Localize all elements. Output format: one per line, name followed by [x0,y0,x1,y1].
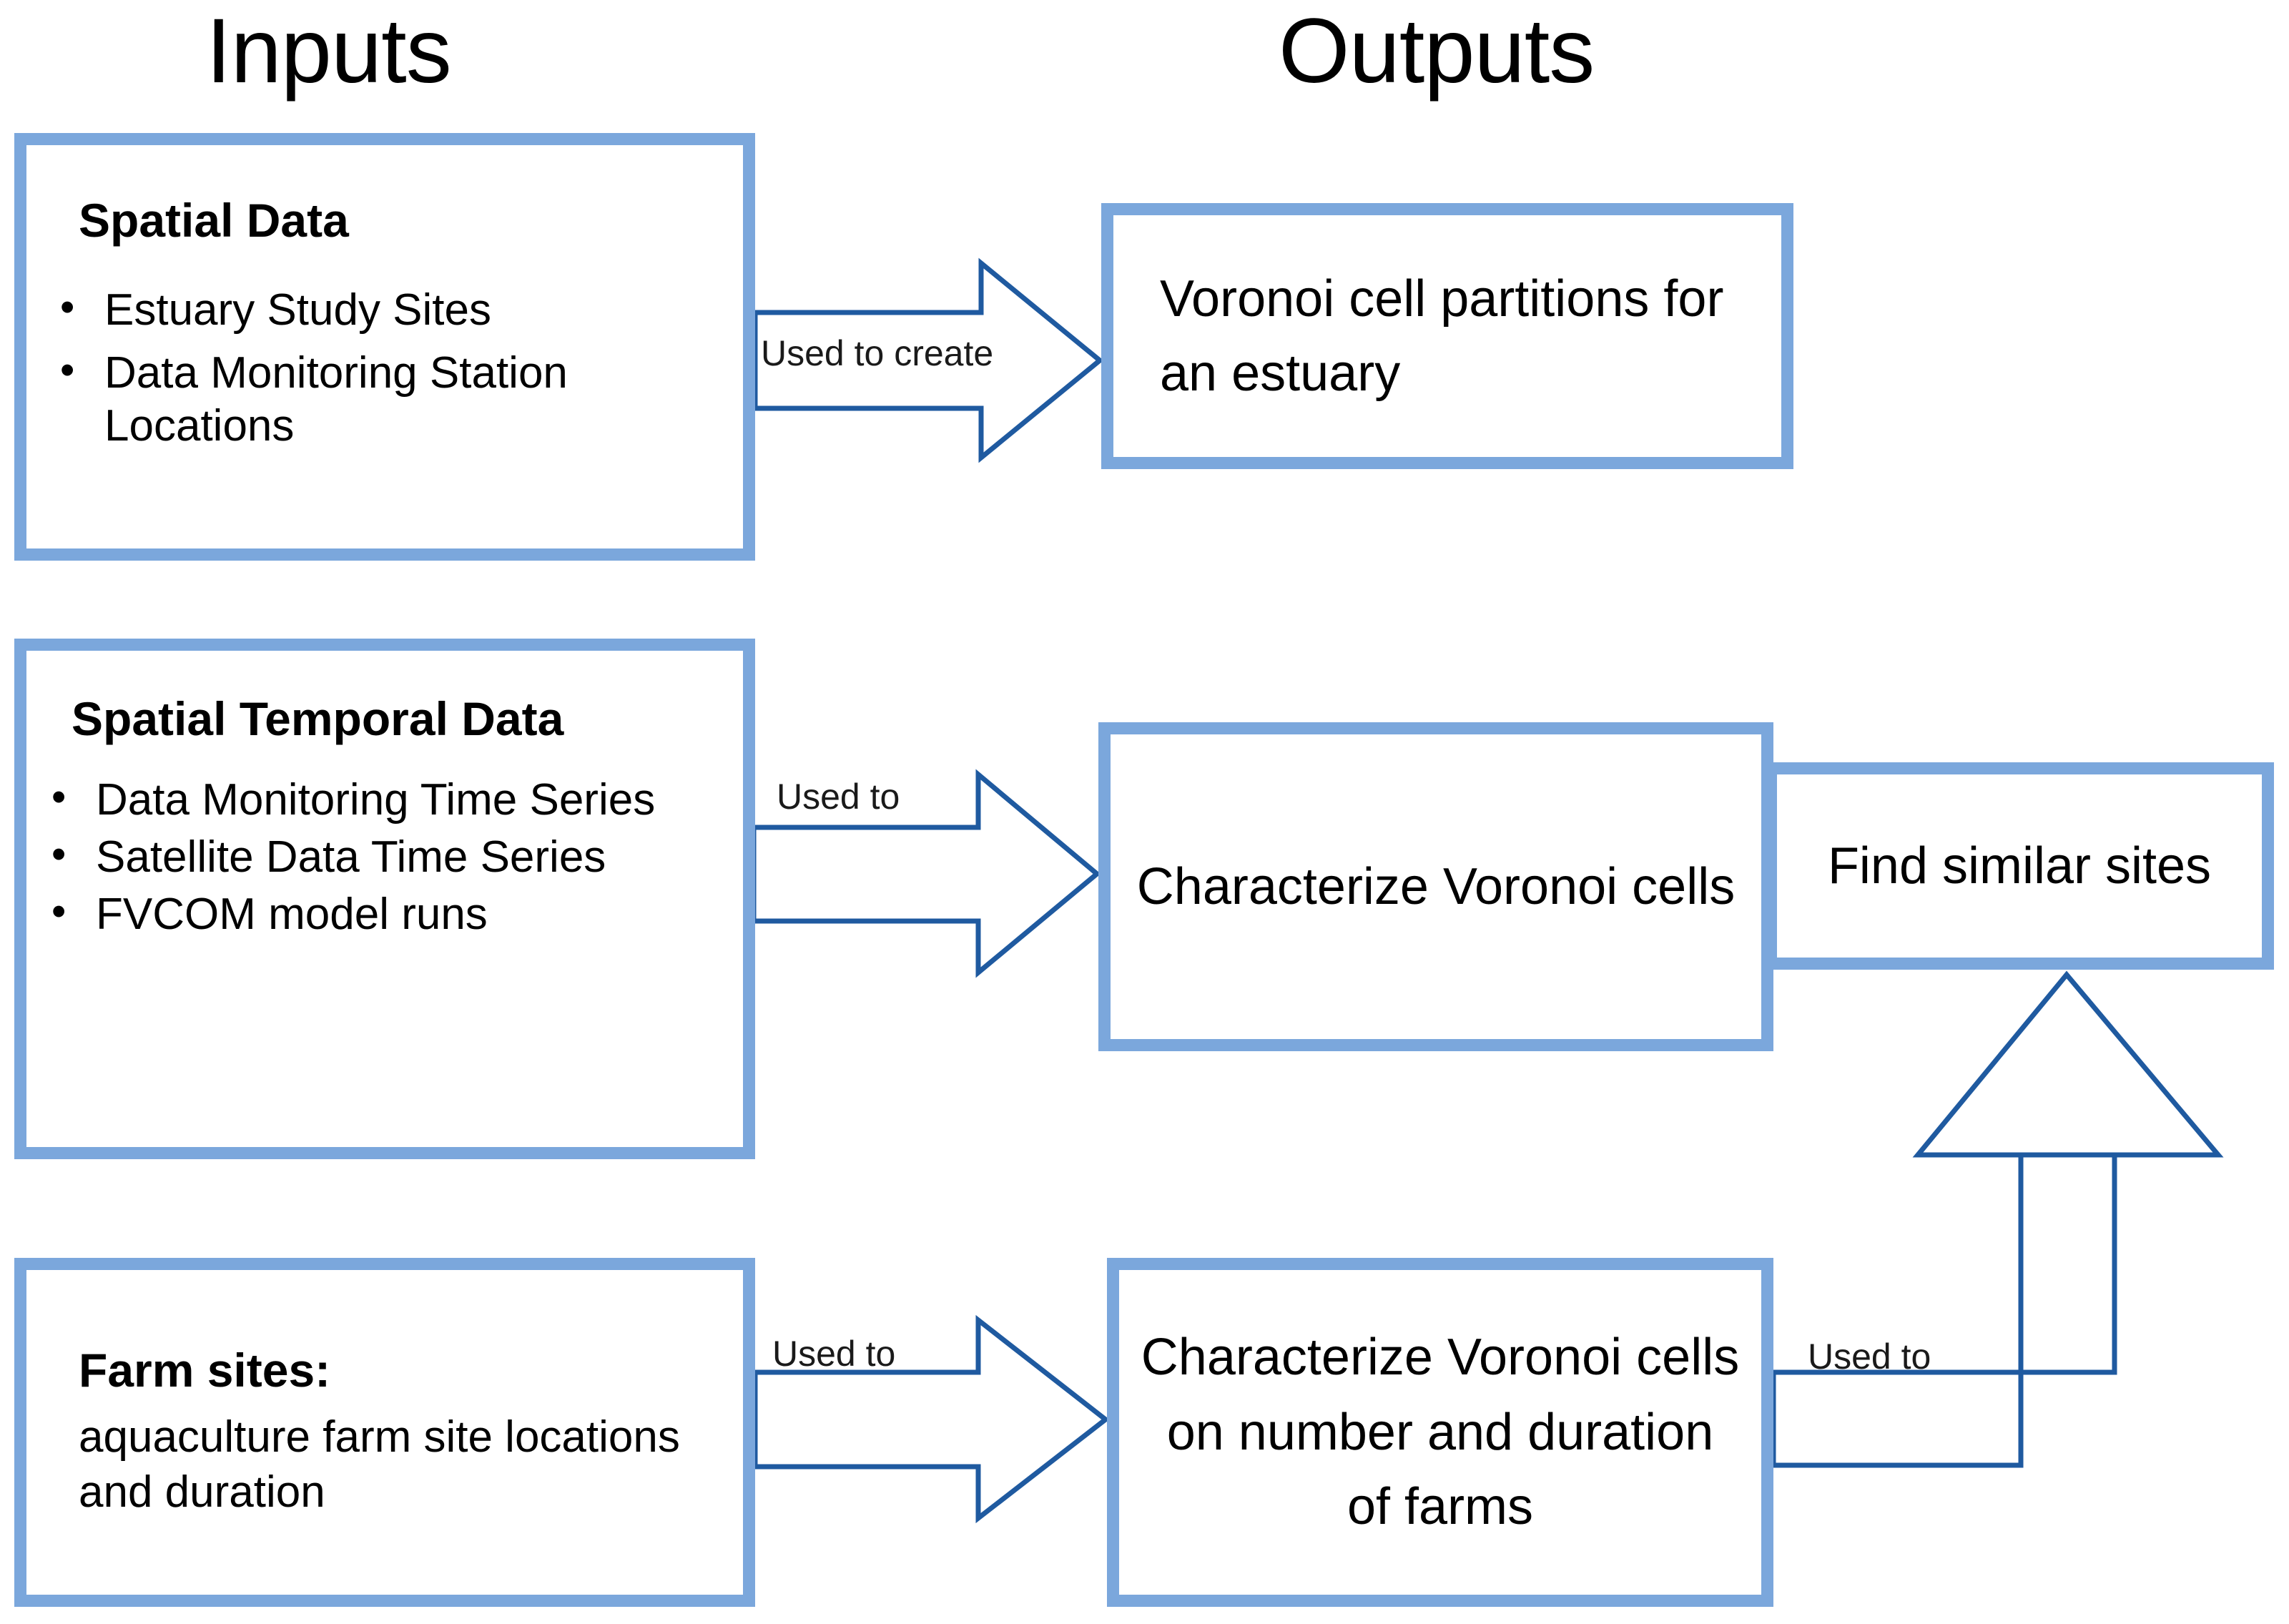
spatial-data-title: Spatial Data [79,194,349,247]
farm-sites-title: Farm sites: [79,1344,331,1397]
arrow-characterize-farms-to-find-similar [1771,970,2224,1468]
farm-sites-subtitle: aquaculture farm site locations and dura… [79,1412,680,1517]
arrow-label-used-to-create: Used to create [761,333,994,373]
box-inner: Characterize Voronoi cells [1111,734,1761,1039]
input-box-spatial-temporal-data[interactable]: Spatial Temporal Data Data Monitoring Ti… [14,639,755,1159]
arrow-label-used-to-bottom: Used to [772,1334,896,1374]
box-inner: Voronoi cell partitions for an estuary [1113,215,1781,457]
output-box-characterize-voronoi-cells-farms[interactable]: Characterize Voronoi cells on number and… [1107,1258,1773,1607]
box-inner: Spatial Data Estuary Study Sites Data Mo… [26,145,743,548]
list-item: FVCOM model runs [34,887,719,941]
arrow-label-used-to-right: Used to [1808,1337,1931,1377]
box-inner: Spatial Temporal Data Data Monitoring Ti… [26,651,743,1147]
outputs-column-heading: Outputs [1279,0,1595,102]
list-item: Data Monitoring Time Series [34,772,719,827]
box-inner: Farm sites: aquaculture farm site locati… [26,1270,743,1595]
list-item: Estuary Study Sites [43,282,712,337]
spatial-temporal-bullet-list: Data Monitoring Time Series Satellite Da… [34,772,719,946]
input-box-farm-sites[interactable]: Farm sites: aquaculture farm site locati… [14,1258,755,1607]
input-box-spatial-data[interactable]: Spatial Data Estuary Study Sites Data Mo… [14,133,755,561]
output-box-voronoi-cell-partitions[interactable]: Voronoi cell partitions for an estuary [1101,203,1793,469]
characterize-voronoi-cells-farms-text: Characterize Voronoi cells on number and… [1141,1329,1740,1536]
box-inner: Characterize Voronoi cells on number and… [1119,1270,1761,1595]
voronoi-cell-partitions-text: Voronoi cell partitions for an estuary [1160,270,1724,402]
output-box-characterize-voronoi-cells[interactable]: Characterize Voronoi cells [1098,722,1773,1051]
characterize-voronoi-cells-text: Characterize Voronoi cells [1136,857,1736,915]
arrow-label-used-to-middle: Used to [777,777,900,817]
box-inner: Find similar sites [1777,774,2262,958]
spatial-data-bullet-list: Estuary Study Sites Data Monitoring Stat… [43,282,712,463]
list-item: Satellite Data Time Series [34,830,719,884]
output-box-find-similar-sites[interactable]: Find similar sites [1765,762,2274,970]
find-similar-sites-text: Find similar sites [1827,837,2212,895]
inputs-column-heading: Inputs [206,0,452,102]
spatial-temporal-data-title: Spatial Temporal Data [72,692,564,745]
list-item: Data Monitoring Station Locations [43,345,712,453]
